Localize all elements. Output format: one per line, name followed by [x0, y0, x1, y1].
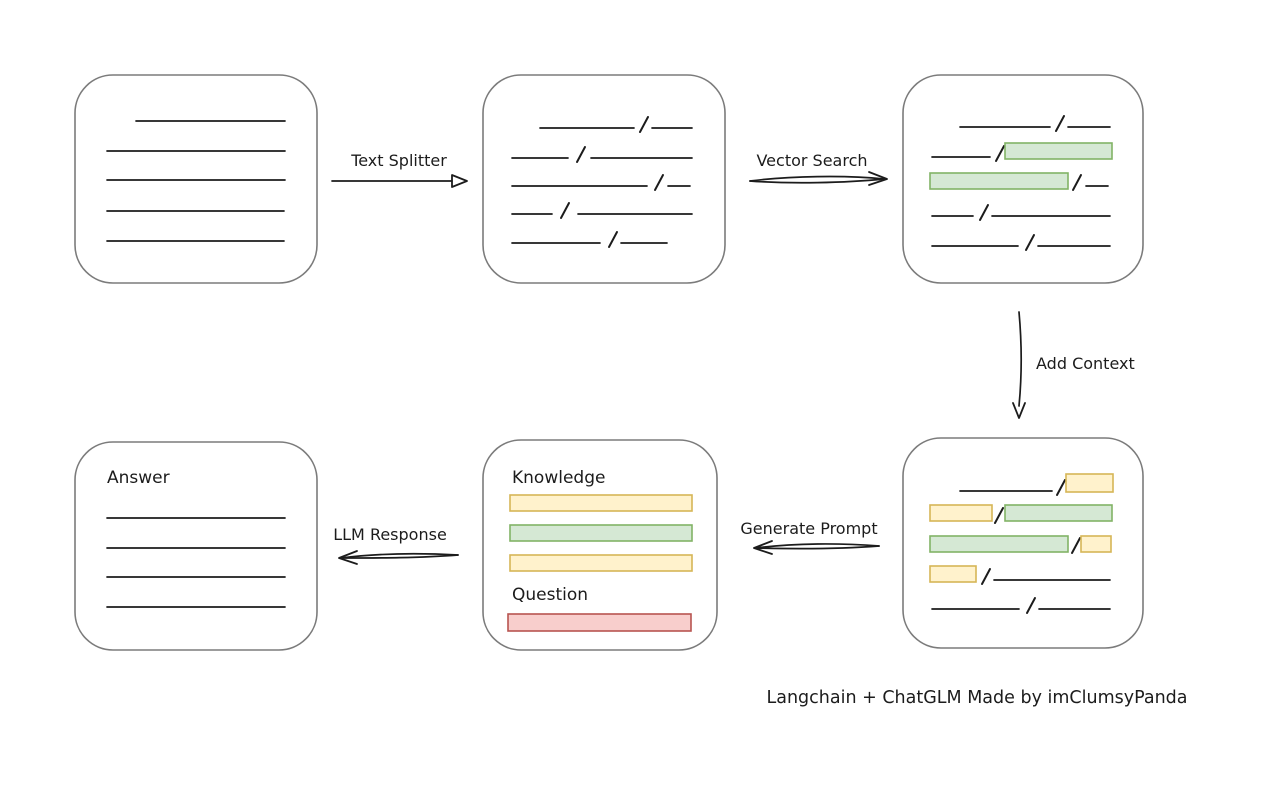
knowledge-yellow-bar	[509, 554, 693, 572]
context-box	[902, 437, 1144, 649]
llm-response-label: LLM Response	[333, 525, 447, 544]
green-highlight	[929, 172, 1069, 190]
vector-search-label: Vector Search	[756, 151, 867, 170]
source-document-box	[74, 74, 318, 284]
add-context-label: Add Context	[1036, 354, 1135, 373]
yellow-highlight	[1080, 535, 1112, 553]
green-highlight	[929, 535, 1069, 553]
vector-match-lines	[931, 115, 1111, 251]
yellow-highlight	[1065, 473, 1114, 493]
vector-search-arrow: Vector Search	[749, 151, 888, 186]
yellow-highlight	[929, 565, 977, 583]
knowledge-green-bar	[509, 524, 693, 542]
answer-text-lines	[106, 517, 286, 608]
text-splitter-arrow: Text Splitter	[331, 151, 468, 188]
prompt-box: Knowledge Question	[482, 439, 718, 651]
knowledge-yellow-bar	[509, 494, 693, 512]
question-red-bar	[507, 613, 692, 632]
document-text-lines	[106, 120, 286, 242]
green-highlight	[1004, 504, 1113, 522]
answer-label: Answer	[107, 468, 170, 488]
diagram-caption: Langchain + ChatGLM Made by imClumsyPand…	[766, 688, 1187, 708]
knowledge-label: Knowledge	[512, 468, 605, 488]
llm-response-arrow: LLM Response	[333, 525, 459, 565]
add-context-arrow: Add Context	[1012, 311, 1135, 419]
answer-box: Answer	[74, 441, 318, 651]
text-splitter-label: Text Splitter	[350, 151, 447, 170]
split-text-box	[482, 74, 726, 284]
green-highlight	[1004, 142, 1113, 160]
vector-match-box	[902, 74, 1144, 284]
chunk-lines	[511, 116, 693, 248]
generate-prompt-arrow: Generate Prompt	[740, 519, 880, 555]
question-label: Question	[512, 585, 588, 605]
generate-prompt-label: Generate Prompt	[740, 519, 877, 538]
yellow-highlight	[929, 504, 993, 522]
context-lines	[931, 479, 1111, 614]
